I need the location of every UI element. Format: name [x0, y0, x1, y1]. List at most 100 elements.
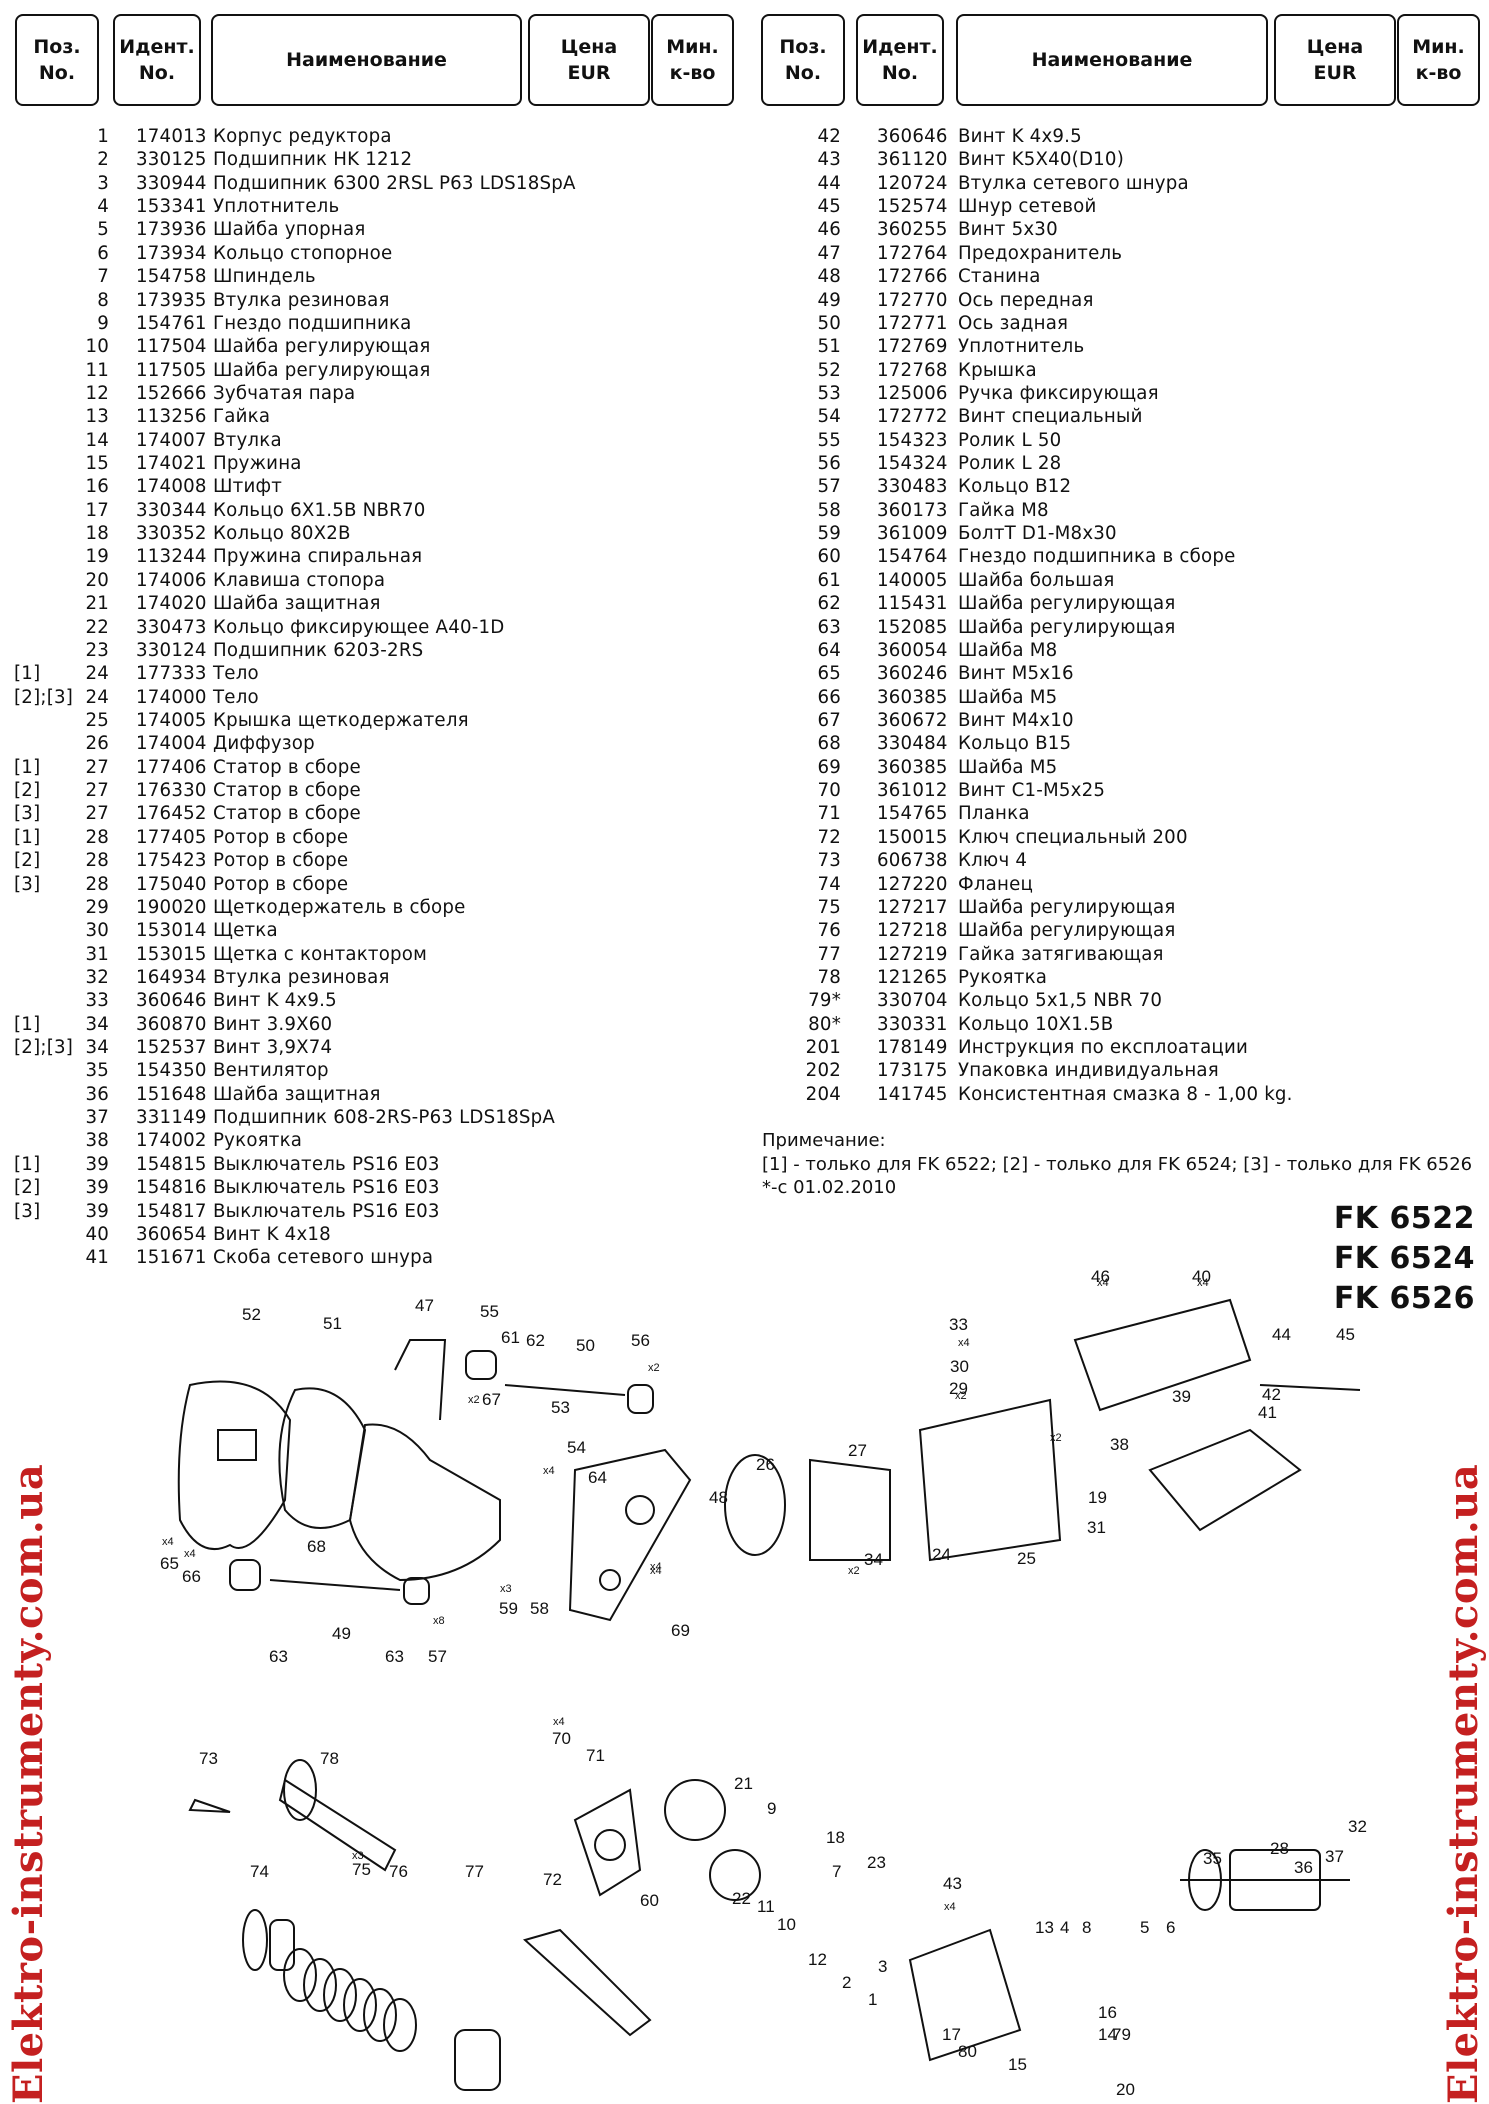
part-ident: 174013	[136, 126, 207, 147]
part-ident: 154324	[877, 453, 948, 475]
part-name: Скоба сетевого шнура	[213, 1247, 434, 1269]
part-ident: 360385	[877, 686, 948, 708]
part-position: 13	[85, 406, 109, 428]
part-ident: 121265	[877, 966, 948, 988]
callout-number: 53	[551, 1398, 570, 1417]
callout-number: 11	[757, 1897, 775, 1916]
callout-number: 9	[767, 1799, 776, 1818]
part-position: 3	[97, 172, 109, 194]
part-position: 37	[85, 1107, 109, 1129]
part-name: Винт M4x10	[958, 709, 1074, 731]
callout-number: 13	[1035, 1918, 1054, 1937]
part-position: 55	[817, 429, 841, 451]
part-name: Шайба защитная	[213, 1083, 381, 1105]
part-ident: 172769	[877, 336, 948, 358]
part-position: 17	[85, 499, 109, 521]
part-ident: 360246	[877, 663, 948, 685]
part-name: Винт специальный	[958, 406, 1143, 428]
part-name: Шайба M5	[958, 686, 1058, 708]
quantity-mark: x3	[352, 1850, 364, 1862]
variant-mark: [2];[3]	[14, 686, 74, 708]
part-name: Подшипник 6203-2RS	[213, 639, 424, 661]
part-position: 71	[817, 803, 841, 825]
watermark-right: Elektro-instrumenty.com.ua	[1440, 1463, 1487, 2104]
quantity-mark: x4	[944, 1901, 956, 1913]
part-name: Шайба упорная	[213, 219, 366, 241]
part-position: 60	[817, 546, 841, 568]
part-ident: 117504	[136, 336, 207, 358]
callout-number: 50	[576, 1336, 595, 1355]
part-name: Шайба защитная	[213, 593, 381, 615]
quantity-mark: x2	[1050, 1432, 1062, 1444]
callout-number: 15	[1008, 2055, 1027, 2074]
variant-mark: [3]	[14, 873, 41, 895]
variant-mark: [2]	[14, 850, 41, 872]
callout-number: 72	[543, 1870, 562, 1889]
callout-number: 54	[567, 1438, 586, 1457]
part-ident: 172768	[877, 359, 948, 381]
callout-number: 25	[1017, 1549, 1036, 1568]
part-name: Гнездо подшипника в сборе	[958, 546, 1236, 568]
part-ident: 360654	[136, 1223, 207, 1245]
part-ident: 360255	[877, 219, 948, 241]
part-position: 9	[97, 312, 109, 334]
part-position: 65	[817, 663, 841, 685]
part-position: 39	[85, 1153, 109, 1175]
callout-number: 80	[958, 2042, 977, 2061]
callout-number: 19	[1088, 1488, 1107, 1507]
callout-number: 21	[734, 1774, 753, 1793]
part-name: Ось передная	[958, 289, 1094, 311]
part-name: Станина	[958, 266, 1041, 288]
part-ident: 173934	[136, 242, 207, 264]
callout-number: 1	[868, 1990, 877, 2009]
callout-number: 51	[323, 1314, 342, 1333]
part-ident: 164934	[136, 966, 207, 988]
part-ident: 172766	[877, 266, 948, 288]
callout-number: 26	[756, 1455, 775, 1474]
part-position: 201	[805, 1037, 841, 1059]
quantity-mark: x2	[468, 1394, 480, 1406]
part-position: 202	[805, 1060, 841, 1082]
part-name: Щетка	[213, 920, 278, 942]
part-ident: 174000	[136, 686, 207, 708]
part-position: 63	[817, 616, 841, 638]
part-name: Подшипник 6300 2RSL P63 LDS18SpA	[213, 172, 576, 194]
part-position: 32	[85, 966, 109, 988]
part-position: 46	[817, 219, 841, 241]
part-position: 58	[817, 499, 841, 521]
part-name: Винт 5x30	[958, 219, 1058, 241]
part-position: 20	[85, 569, 109, 591]
part-name: Шайба регулирующая	[958, 616, 1176, 638]
header-name-right: Наименование	[956, 14, 1268, 106]
part-position: 11	[85, 359, 109, 381]
part-name: Уплотнитель	[958, 336, 1085, 358]
header-ident-left: Идент. No.	[113, 14, 201, 106]
variant-mark: [3]	[14, 1200, 41, 1222]
note-line-2: *-с 01.02.2010	[762, 1177, 897, 1198]
callout-number: 52	[242, 1305, 261, 1324]
callout-number: 27	[848, 1441, 867, 1460]
part-name: Кольцо стопорное	[213, 242, 393, 264]
callout-number: 73	[199, 1749, 218, 1768]
part-name: Ключ специальный 200	[958, 826, 1188, 848]
callout-number: 63	[385, 1647, 404, 1666]
part-name: Статор в сборе	[213, 756, 361, 778]
part-name: Штифт	[213, 476, 283, 498]
part-position: 28	[85, 850, 109, 872]
